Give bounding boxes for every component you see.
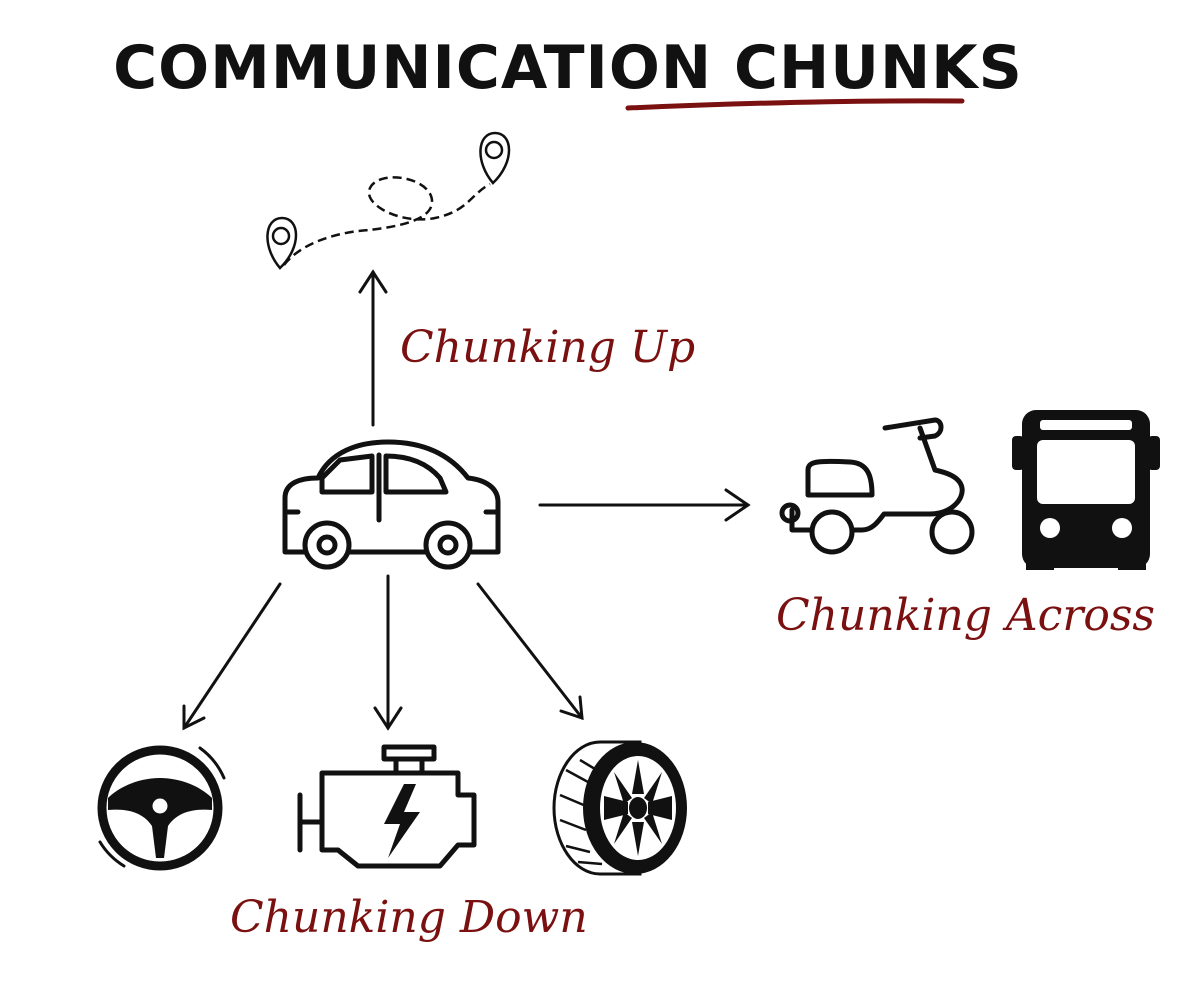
arrow-chunk-down-center — [373, 574, 403, 731]
route-map-icon — [266, 131, 511, 270]
arrow-chunk-across — [538, 488, 751, 522]
arrow-chunk-down-left — [182, 582, 282, 731]
arrow-chunk-up — [358, 269, 388, 427]
bus-icon — [1012, 410, 1160, 570]
label-chunking-down: Chunking Down — [230, 892, 588, 943]
engine-icon — [297, 744, 477, 869]
label-chunking-across: Chunking Across — [776, 590, 1155, 641]
page-title: COMMUNICATION CHUNKS — [113, 33, 1023, 103]
arrow-chunk-down-right — [476, 582, 584, 721]
tire-icon — [552, 740, 687, 876]
label-chunking-up: Chunking Up — [400, 322, 695, 373]
scooter-icon — [779, 417, 975, 555]
title-underline — [625, 98, 965, 111]
steering-wheel-icon — [97, 745, 226, 871]
car-icon — [282, 439, 501, 570]
